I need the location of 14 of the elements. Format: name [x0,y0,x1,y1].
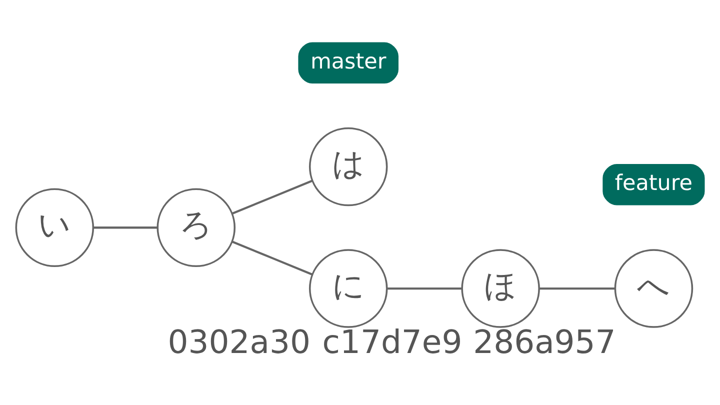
node-circle: へ [614,248,694,328]
node-label: 0302a30 [168,322,310,360]
node-circle: ほ [461,248,540,328]
node-circle: に [308,248,388,328]
node-box: master [298,42,398,83]
connector [232,240,313,275]
connector [93,226,158,228]
connector [386,286,462,290]
connector [539,286,615,290]
node-box: feature [602,164,705,205]
node-circle: い [15,188,94,267]
node-circle: ろ [156,188,236,267]
node-circle: は [308,126,388,206]
connector [232,179,313,214]
